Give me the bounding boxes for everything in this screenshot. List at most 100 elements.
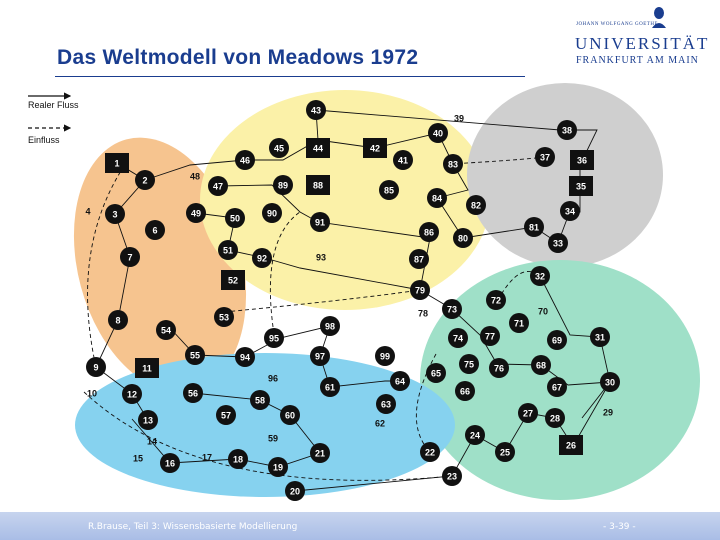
node-75-shape <box>459 354 479 374</box>
node-47-shape <box>208 176 228 196</box>
node-26-shape <box>559 435 583 455</box>
node-33-shape <box>548 233 568 253</box>
goethe-bust-icon <box>652 7 666 28</box>
node-93-label: 93 <box>316 253 326 263</box>
node-97-shape <box>310 346 330 366</box>
node-63-label: 63 <box>381 400 391 410</box>
node-16-label: 16 <box>165 459 175 469</box>
node-57-shape <box>216 405 236 425</box>
node-89-shape <box>273 175 293 195</box>
node-97-label: 97 <box>315 352 325 362</box>
node-43-label: 43 <box>311 106 321 116</box>
node-44-shape <box>306 138 330 158</box>
node-2-shape <box>135 170 155 190</box>
node-84-shape <box>427 188 447 208</box>
node-94-shape <box>235 347 255 367</box>
node-37-shape <box>535 147 555 167</box>
node-49-shape <box>186 203 206 223</box>
node-71-label: 71 <box>514 319 524 329</box>
node-46-shape <box>235 150 255 170</box>
node-77-label: 77 <box>485 332 495 342</box>
node-81-shape <box>524 217 544 237</box>
node-39-label: 39 <box>454 114 464 124</box>
node-32-label: 32 <box>535 272 545 282</box>
node-28-shape <box>545 408 565 428</box>
node-53-shape <box>214 307 234 327</box>
node-68-shape <box>531 355 551 375</box>
node-99-shape <box>375 346 395 366</box>
node-27-label: 27 <box>523 409 533 419</box>
node-66-label: 66 <box>460 387 470 397</box>
node-7-label: 7 <box>127 253 132 263</box>
node-4-label: 4 <box>85 207 90 217</box>
node-67-shape <box>547 377 567 397</box>
node-17-label: 17 <box>202 453 212 463</box>
node-3-shape <box>105 204 125 224</box>
node-74-label: 74 <box>453 334 463 344</box>
node-23-label: 23 <box>447 472 457 482</box>
node-81-label: 81 <box>529 223 539 233</box>
node-53-label: 53 <box>219 313 229 323</box>
node-90-shape <box>262 203 282 223</box>
node-51-shape <box>218 240 238 260</box>
node-8-shape <box>108 310 128 330</box>
node-98-shape <box>320 316 340 336</box>
node-52-shape <box>221 270 245 290</box>
node-25-label: 25 <box>500 448 510 458</box>
node-23-shape <box>442 466 462 486</box>
node-13-label: 13 <box>143 416 153 426</box>
node-26-label: 26 <box>566 441 576 451</box>
node-64-shape <box>390 371 410 391</box>
legend-influence-label: Einfluss <box>28 135 60 145</box>
node-38-shape <box>557 120 577 140</box>
node-80-label: 80 <box>458 234 468 244</box>
node-37-label: 37 <box>540 153 550 163</box>
node-87-shape <box>409 249 429 269</box>
university-logo: JOHANN WOLFGANG GOETHE UNIVERSITÄT FRANK… <box>572 4 717 68</box>
node-67-label: 67 <box>552 383 562 393</box>
node-90-label: 90 <box>267 209 277 219</box>
node-69-shape <box>547 330 567 350</box>
node-15-label: 15 <box>133 454 143 464</box>
node-58-label: 58 <box>255 396 265 406</box>
node-16-shape <box>160 453 180 473</box>
logo-city: FRANKFURT AM MAIN <box>576 55 699 66</box>
node-76-label: 76 <box>494 364 504 374</box>
node-40-shape <box>428 123 448 143</box>
node-54-label: 54 <box>161 326 171 336</box>
node-14-label: 14 <box>147 437 157 447</box>
node-11-shape <box>135 358 159 378</box>
node-72-shape <box>486 290 506 310</box>
node-20-shape <box>285 481 305 501</box>
node-40-label: 40 <box>433 129 443 139</box>
node-91-label: 91 <box>315 218 325 228</box>
node-68-label: 68 <box>536 361 546 371</box>
node-56-label: 56 <box>188 389 198 399</box>
node-75-label: 75 <box>464 360 474 370</box>
sector-resources <box>467 83 663 267</box>
node-34-label: 34 <box>565 207 575 217</box>
node-60-shape <box>280 405 300 425</box>
node-34-shape <box>560 201 580 221</box>
node-86-shape <box>419 222 439 242</box>
node-11-label: 11 <box>142 364 152 374</box>
node-38-label: 38 <box>562 126 572 136</box>
node-60-label: 60 <box>285 411 295 421</box>
logo-university: UNIVERSITÄT <box>575 34 710 53</box>
node-85-shape <box>379 180 399 200</box>
node-69-label: 69 <box>552 336 562 346</box>
legend: Realer Fluss Einfluss <box>28 92 79 145</box>
node-10-label: 10 <box>87 389 97 399</box>
node-79-label: 79 <box>415 286 425 296</box>
node-1-label: 1 <box>114 159 119 169</box>
node-50-shape <box>225 208 245 228</box>
node-21-label: 21 <box>315 449 325 459</box>
node-1-shape <box>105 153 129 173</box>
node-44-label: 44 <box>313 144 323 154</box>
legend-real-flow-label: Realer Fluss <box>28 100 79 110</box>
node-96-label: 96 <box>268 374 278 384</box>
node-36-shape <box>570 150 594 170</box>
node-82-shape <box>466 195 486 215</box>
node-30-shape <box>600 372 620 392</box>
node-89-label: 89 <box>278 181 288 191</box>
